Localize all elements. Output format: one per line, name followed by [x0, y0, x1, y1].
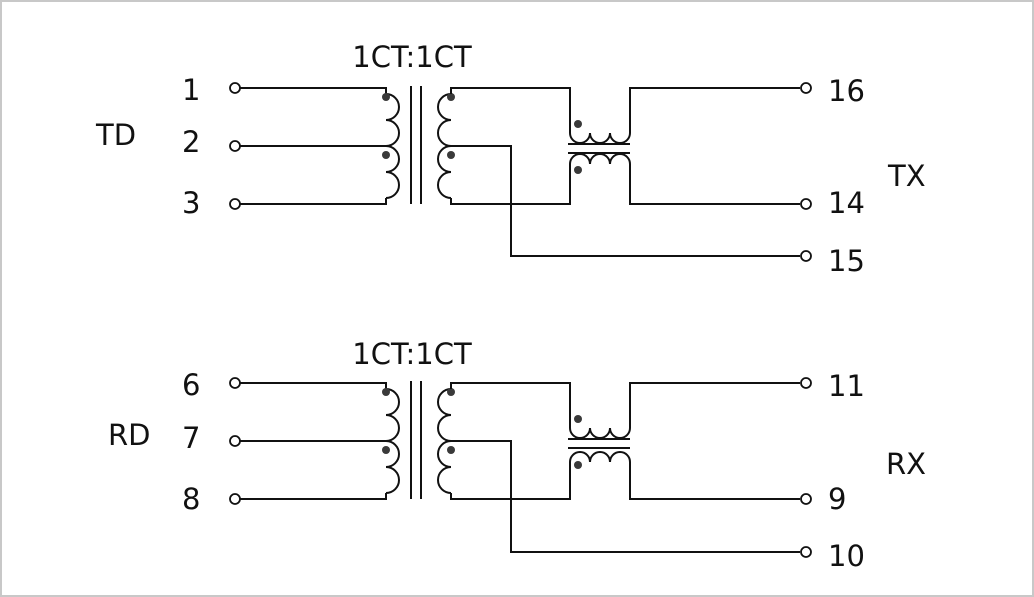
ratio-label-rx: 1CT:1CT	[352, 337, 472, 371]
wire-pin-9	[629, 462, 800, 500]
polarity-dot	[382, 151, 390, 159]
channel-rx: 1CT:1CT RD RX 6 7 8 11 9 10	[108, 337, 926, 573]
polarity-dot	[382, 388, 390, 396]
pin-2-label: 2	[182, 125, 200, 159]
wire-pin-6	[240, 382, 387, 389]
wire-pin-16	[629, 87, 800, 133]
primary-winding-rx	[385, 388, 400, 494]
polarity-dot	[447, 388, 455, 396]
pin-9-label: 9	[828, 482, 846, 516]
terminal-pin-1	[229, 82, 241, 94]
pin-6-label: 6	[182, 368, 200, 402]
terminal-pin-2	[229, 140, 241, 152]
terminal-pin-8	[229, 493, 241, 505]
choke-lower-winding	[569, 451, 631, 463]
pin-10-label: 10	[828, 539, 865, 573]
polarity-dot	[382, 446, 390, 454]
polarity-dot	[382, 93, 390, 101]
wire-pin-11	[629, 382, 800, 428]
choke-upper-winding	[569, 427, 631, 439]
choke-upper-winding	[569, 132, 631, 144]
polarity-dot	[574, 415, 582, 423]
terminal-pin-3	[229, 198, 241, 210]
wire-sec-top	[450, 87, 571, 133]
terminal-pin-16	[800, 82, 812, 94]
secondary-winding-tx	[437, 93, 452, 199]
polarity-dot	[447, 446, 455, 454]
wire-sec-bottom	[450, 462, 571, 500]
polarity-dot	[574, 461, 582, 469]
terminal-pin-9	[800, 493, 812, 505]
label-rd: RD	[108, 418, 150, 452]
wire-sec-bottom	[450, 164, 571, 205]
terminal-pin-6	[229, 377, 241, 389]
wire-pin-8	[240, 493, 387, 500]
terminal-pin-15	[800, 250, 812, 262]
ratio-label-tx: 1CT:1CT	[352, 40, 472, 74]
channel-tx: 1CT:1CT TD TX 1 2 3 16 14 15	[95, 40, 926, 278]
secondary-winding-rx	[437, 388, 452, 494]
wire-pin-1	[240, 87, 387, 94]
pin-15-label: 15	[828, 244, 865, 278]
label-tx: TX	[887, 159, 926, 193]
wire-center-tap-10	[451, 440, 800, 553]
polarity-dot	[574, 166, 582, 174]
pin-3-label: 3	[182, 186, 200, 220]
terminal-pin-7	[229, 435, 241, 447]
primary-winding-tx	[385, 93, 400, 199]
wire-center-tap-15	[451, 145, 800, 257]
terminal-pin-11	[800, 377, 812, 389]
terminal-pin-14	[800, 198, 812, 210]
pin-11-label: 11	[828, 369, 865, 403]
polarity-dot	[574, 120, 582, 128]
wire-pin-3	[240, 198, 387, 205]
wire-pin-14	[629, 164, 800, 205]
choke-lower-winding	[569, 153, 631, 165]
label-rx: RX	[886, 447, 926, 481]
polarity-dot	[447, 151, 455, 159]
terminal-pin-10	[800, 546, 812, 558]
pin-16-label: 16	[828, 74, 865, 108]
pin-14-label: 14	[828, 186, 865, 220]
wire-sec-top	[450, 382, 571, 428]
pin-1-label: 1	[182, 73, 200, 107]
label-td: TD	[95, 118, 136, 152]
pin-7-label: 7	[182, 421, 200, 455]
pin-8-label: 8	[182, 482, 200, 516]
polarity-dot	[447, 93, 455, 101]
